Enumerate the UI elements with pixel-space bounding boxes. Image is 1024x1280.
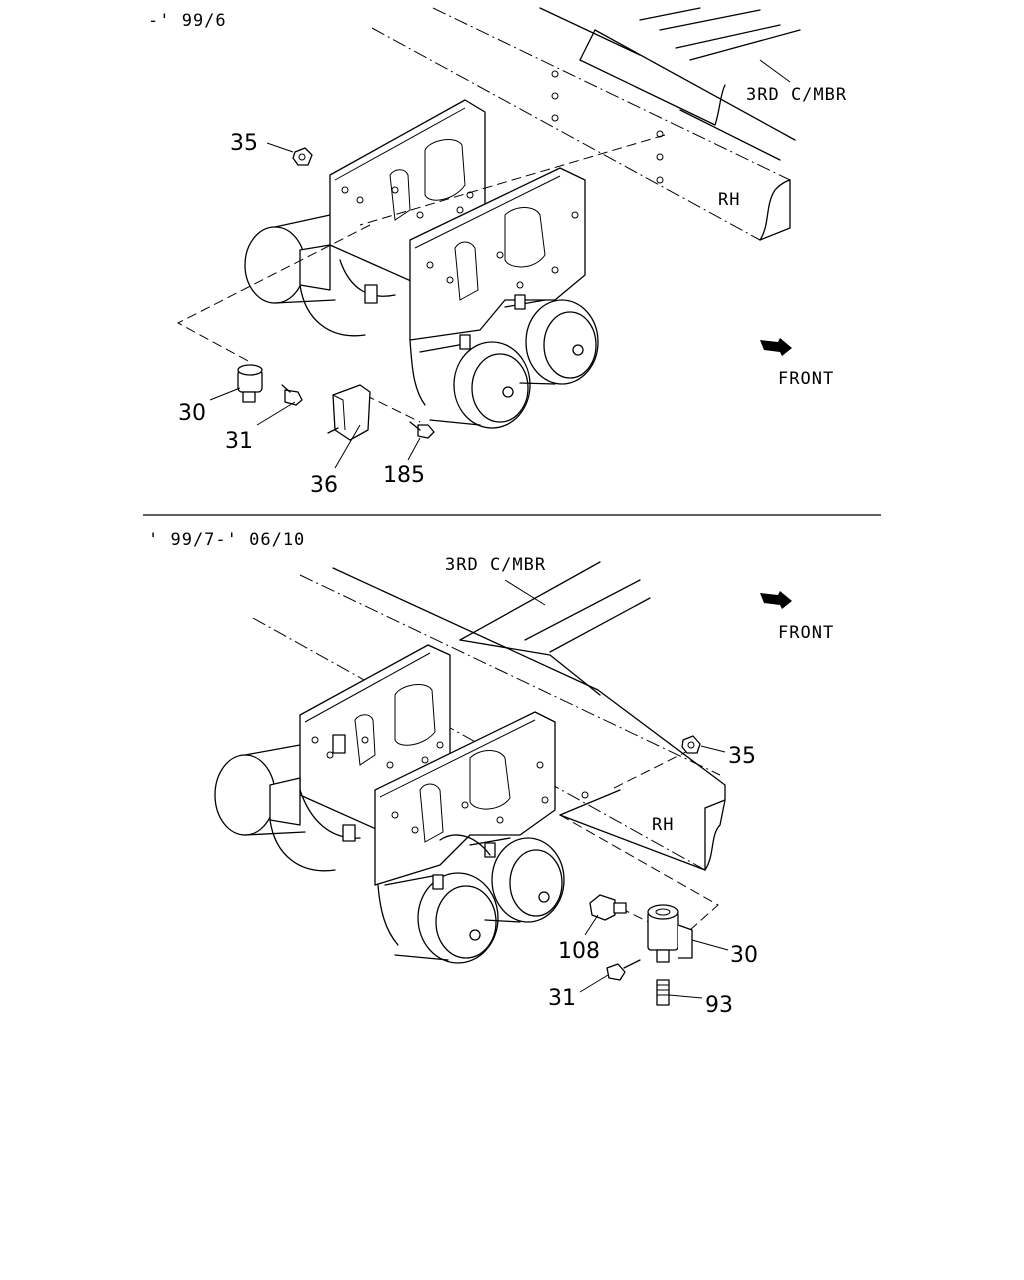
top-callout-31: 31 bbox=[225, 429, 253, 454]
top-section: -' 99/6 3RD C/MBR RH bbox=[148, 7, 847, 498]
bottom-callout-35: 35 bbox=[728, 744, 756, 769]
bottom-part-35-nut bbox=[681, 735, 726, 754]
top-callout-36: 36 bbox=[310, 473, 338, 498]
front-arrow-icon bbox=[760, 591, 792, 609]
top-rh-label: RH bbox=[718, 190, 740, 210]
bottom-callout-108: 108 bbox=[558, 939, 600, 964]
bottom-date-range: ' 99/7-' 06/10 bbox=[148, 530, 305, 550]
top-callout-30: 30 bbox=[178, 401, 206, 426]
bottom-part-31-bolt bbox=[579, 959, 641, 993]
bottom-brake-chambers bbox=[214, 744, 565, 964]
bottom-callout-31: 31 bbox=[548, 986, 576, 1011]
top-brake-chambers bbox=[244, 214, 599, 429]
top-part-185-screw bbox=[407, 421, 435, 461]
bottom-valve-assembly bbox=[269, 644, 556, 946]
bottom-callout-30: 30 bbox=[730, 943, 758, 968]
top-part-35-nut bbox=[266, 142, 313, 166]
top-frame-rail bbox=[371, 7, 801, 241]
bottom-callout-93: 93 bbox=[705, 993, 733, 1018]
top-callout-35: 35 bbox=[230, 131, 258, 156]
bottom-part-30-valve bbox=[647, 904, 729, 963]
top-valve-assembly bbox=[299, 99, 586, 406]
bottom-section: ' 99/7-' 06/10 3RD C/MBR RH bbox=[148, 530, 834, 1018]
top-front-label: FRONT bbox=[778, 369, 834, 389]
front-arrow-icon bbox=[760, 338, 792, 356]
bottom-part-108-elbow bbox=[584, 894, 627, 936]
top-part-30-valve bbox=[209, 364, 263, 403]
bottom-part-93-fitting bbox=[656, 979, 703, 1006]
bottom-front-label: FRONT bbox=[778, 623, 834, 643]
top-part-36-bracket bbox=[327, 384, 371, 469]
bottom-member-label: 3RD C/MBR bbox=[445, 555, 546, 575]
top-date-range: -' 99/6 bbox=[148, 11, 227, 31]
top-part-31-bolt bbox=[256, 384, 303, 426]
top-member-label: 3RD C/MBR bbox=[746, 85, 847, 105]
top-callout-185: 185 bbox=[383, 463, 425, 488]
bottom-rh-label: RH bbox=[652, 815, 674, 835]
